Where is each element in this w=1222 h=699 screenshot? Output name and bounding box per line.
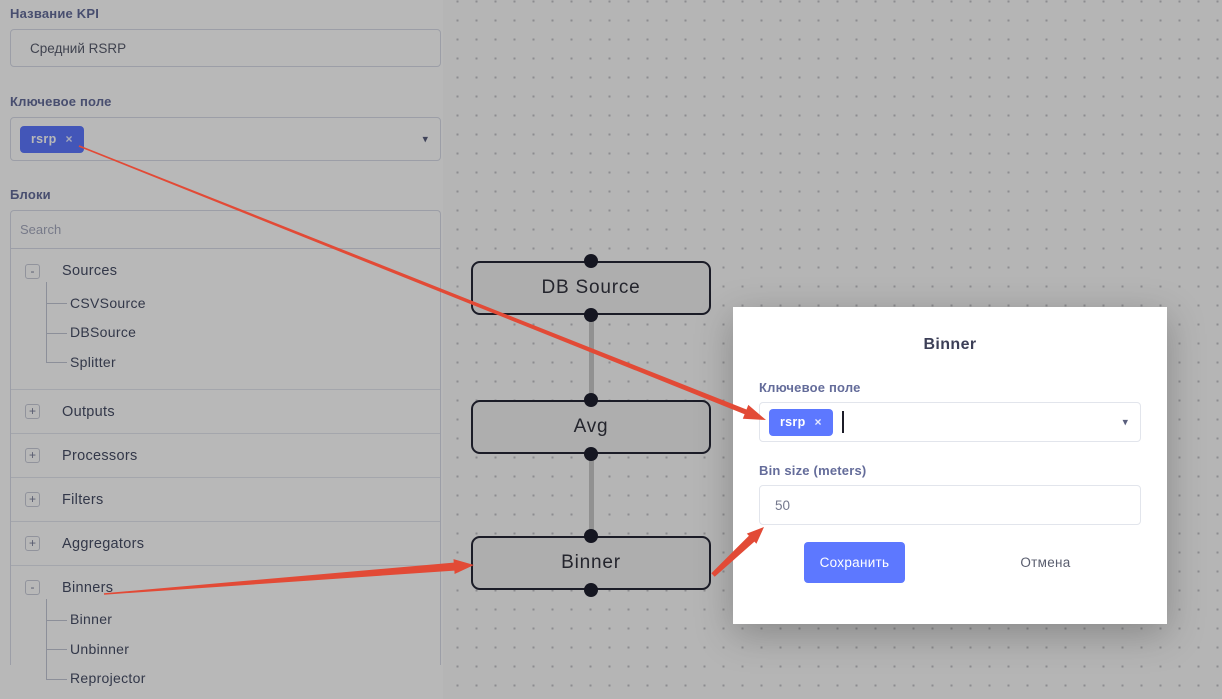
node-output-port[interactable] (584, 583, 598, 597)
tag-label: rsrp (780, 415, 806, 429)
node-output-port[interactable] (584, 447, 598, 461)
modal-title: Binner (923, 336, 977, 353)
key-field-tag: rsrp × (20, 125, 84, 153)
tag-label: rsrp (31, 132, 57, 146)
tag-remove-icon[interactable]: × (65, 132, 73, 146)
expand-icon[interactable]: + (25, 492, 40, 507)
tree-group-label: Filters (62, 491, 104, 508)
tree-group-label: Aggregators (62, 535, 145, 552)
tree-section-processors: + Processors (11, 434, 440, 478)
tree-group-label: Binners (62, 579, 114, 596)
chevron-down-icon[interactable]: ▾ (422, 133, 428, 146)
tree-group-filters[interactable]: + Filters (25, 489, 440, 511)
expand-icon[interactable]: + (25, 404, 40, 419)
node-label: Avg (573, 416, 609, 437)
bin-size-label: Bin size (meters) (759, 463, 867, 478)
node-binner[interactable]: Binner (471, 529, 711, 597)
text-cursor (841, 411, 844, 433)
expand-icon[interactable]: + (25, 448, 40, 463)
kpi-name-input[interactable] (10, 29, 441, 67)
kpi-name-label: Название KPI (10, 6, 100, 21)
cancel-button[interactable]: Отмена (1020, 555, 1071, 570)
collapse-icon[interactable]: - (25, 580, 40, 595)
tree-group-label: Processors (62, 447, 138, 464)
expand-icon[interactable]: + (25, 536, 40, 551)
modal-key-field-tag: rsrp × (769, 408, 833, 436)
bin-size-input[interactable] (759, 485, 1141, 525)
blocks-label: Блоки (10, 187, 51, 202)
node-input-port[interactable] (584, 529, 598, 543)
modal-key-field-label: Ключевое поле (759, 380, 861, 395)
chevron-down-icon[interactable]: ▾ (1122, 416, 1128, 429)
binner-settings-modal: Binner Ключевое поле rsrp × ▾ Bin size (… (733, 307, 1167, 624)
tree-group-aggregators[interactable]: + Aggregators (25, 533, 440, 555)
save-button[interactable]: Сохранить (804, 542, 905, 583)
tree-group-binners[interactable]: - Binners (25, 577, 440, 599)
tree-section-filters: + Filters (11, 478, 440, 522)
tree-item-reprojector[interactable]: Reprojector (46, 657, 440, 694)
node-label: Binner (561, 552, 621, 573)
connection-link (588, 454, 594, 536)
tag-remove-icon[interactable]: × (814, 415, 822, 429)
tree-group-processors[interactable]: + Processors (25, 445, 440, 467)
key-field-label: Ключевое поле (10, 94, 112, 109)
modal-key-field-select[interactable]: rsrp × ▾ (759, 402, 1141, 442)
collapse-icon[interactable]: - (25, 263, 40, 279)
